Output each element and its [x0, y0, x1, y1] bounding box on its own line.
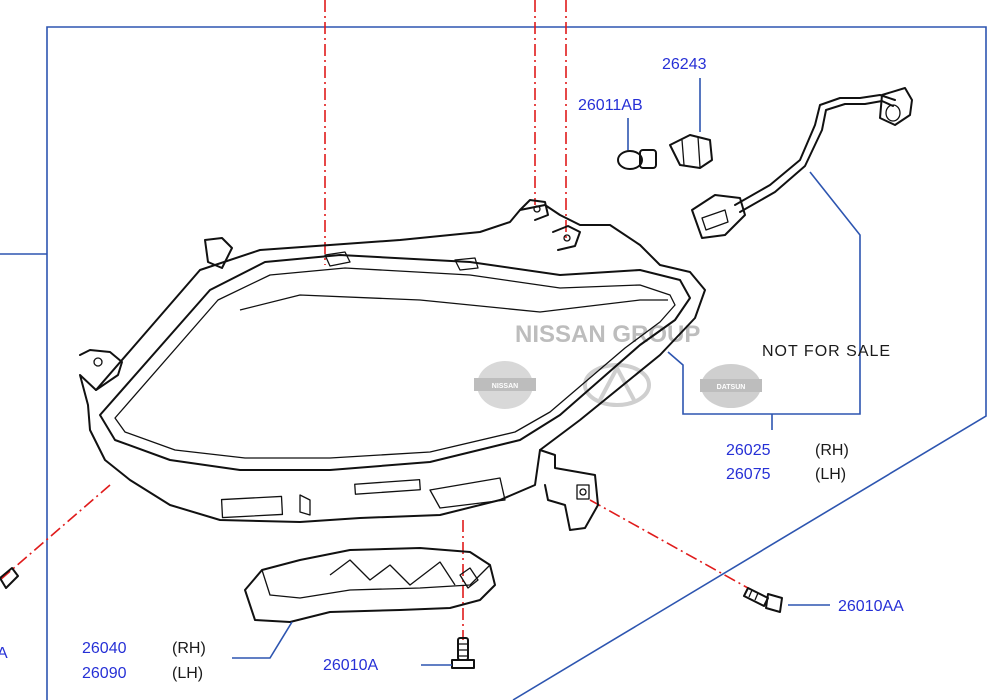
bolt-left [0, 567, 19, 589]
bulb [617, 149, 657, 170]
callout-bracket-lh: 26090 [82, 665, 127, 682]
callout-bracket-lh-side: (LH) [172, 665, 203, 682]
datsun-logo-text: DATSUN [717, 384, 746, 391]
callout-bracket-rh: 26040 [82, 640, 127, 657]
bolt-right [743, 587, 783, 613]
wiring-harness [691, 87, 913, 239]
callout-labels: 26243 26011AB 26025 (RH) 26075 (LH) 2604… [0, 56, 904, 682]
watermark-group-text: NISSAN GROUP [515, 321, 700, 348]
nissan-logo: NISSAN [474, 361, 536, 409]
callout-headlamp-rh: 26025 [726, 442, 771, 459]
callout-bulb: 26011AB [578, 97, 643, 114]
callout-bolt-bottom: 26010A [323, 657, 378, 674]
group-frame [0, 26, 987, 700]
callout-headlamp-lh-side: (LH) [815, 466, 846, 483]
headlamp-assembly [79, 199, 706, 531]
callout-cut-off: A [0, 645, 8, 662]
bolt-bottom [451, 637, 475, 669]
center-lines [0, 0, 749, 640]
callout-bulb-socket: 26243 [662, 56, 707, 73]
bulb-socket [669, 134, 713, 169]
nissan-logo-text: NISSAN [492, 383, 518, 390]
callout-bracket-rh-side: (RH) [172, 640, 206, 657]
callout-bolt-right: 26010AA [838, 598, 904, 615]
not-for-sale-note: NOT FOR SALE [762, 343, 891, 360]
datsun-logo: DATSUN [700, 364, 762, 408]
callout-headlamp-rh-side: (RH) [815, 442, 849, 459]
callout-headlamp-lh: 26075 [726, 466, 771, 483]
leader-lines [232, 78, 861, 666]
bracket [244, 547, 496, 623]
